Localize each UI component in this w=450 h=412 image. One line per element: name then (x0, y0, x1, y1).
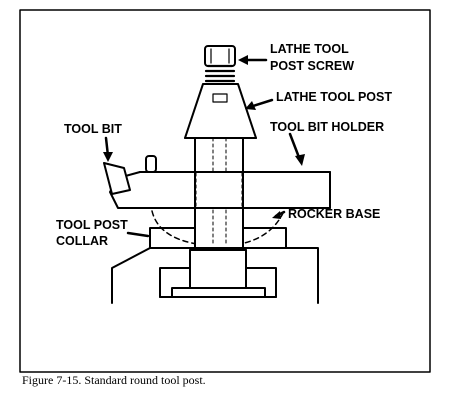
label-tool-bit-holder: TOOL BIT HOLDER (270, 120, 384, 134)
figure-border (19, 9, 431, 373)
tee-bolt-body (189, 249, 247, 289)
post-head-mark (212, 93, 228, 103)
label-tool-post-collar-2: COLLAR (56, 234, 108, 248)
arrowhead-rocker-base (272, 211, 281, 219)
holder-set-screw (145, 155, 157, 173)
leader-collar (126, 231, 150, 238)
slot-left-wall (159, 249, 191, 298)
label-rocker-base: ROCKER BASE (288, 207, 380, 221)
holder-window (196, 173, 242, 207)
arrowhead-screw (238, 55, 248, 65)
tee-slot-base (111, 247, 319, 304)
tee-bolt-head (171, 287, 266, 298)
label-lathe-tool-post-screw-1: LATHE TOOL (270, 42, 349, 56)
arrowhead-tool-bit (103, 152, 113, 162)
tool-bit (103, 162, 131, 195)
tool-post-screw-threads (204, 64, 236, 83)
label-lathe-tool-post: LATHE TOOL POST (276, 90, 392, 104)
label-lathe-tool-post-screw-2: POST SCREW (270, 59, 354, 73)
arrowhead-holder (295, 154, 305, 166)
figure-caption: Figure 7-15. Standard round tool post. (22, 373, 206, 387)
label-tool-bit: TOOL BIT (64, 122, 122, 136)
arrowhead-tool-post (245, 101, 256, 110)
label-tool-post-collar-1: TOOL POST (56, 218, 128, 232)
slot-right-wall (245, 249, 277, 298)
tool-post-head (184, 83, 257, 139)
tool-post-screw-head (204, 45, 236, 67)
